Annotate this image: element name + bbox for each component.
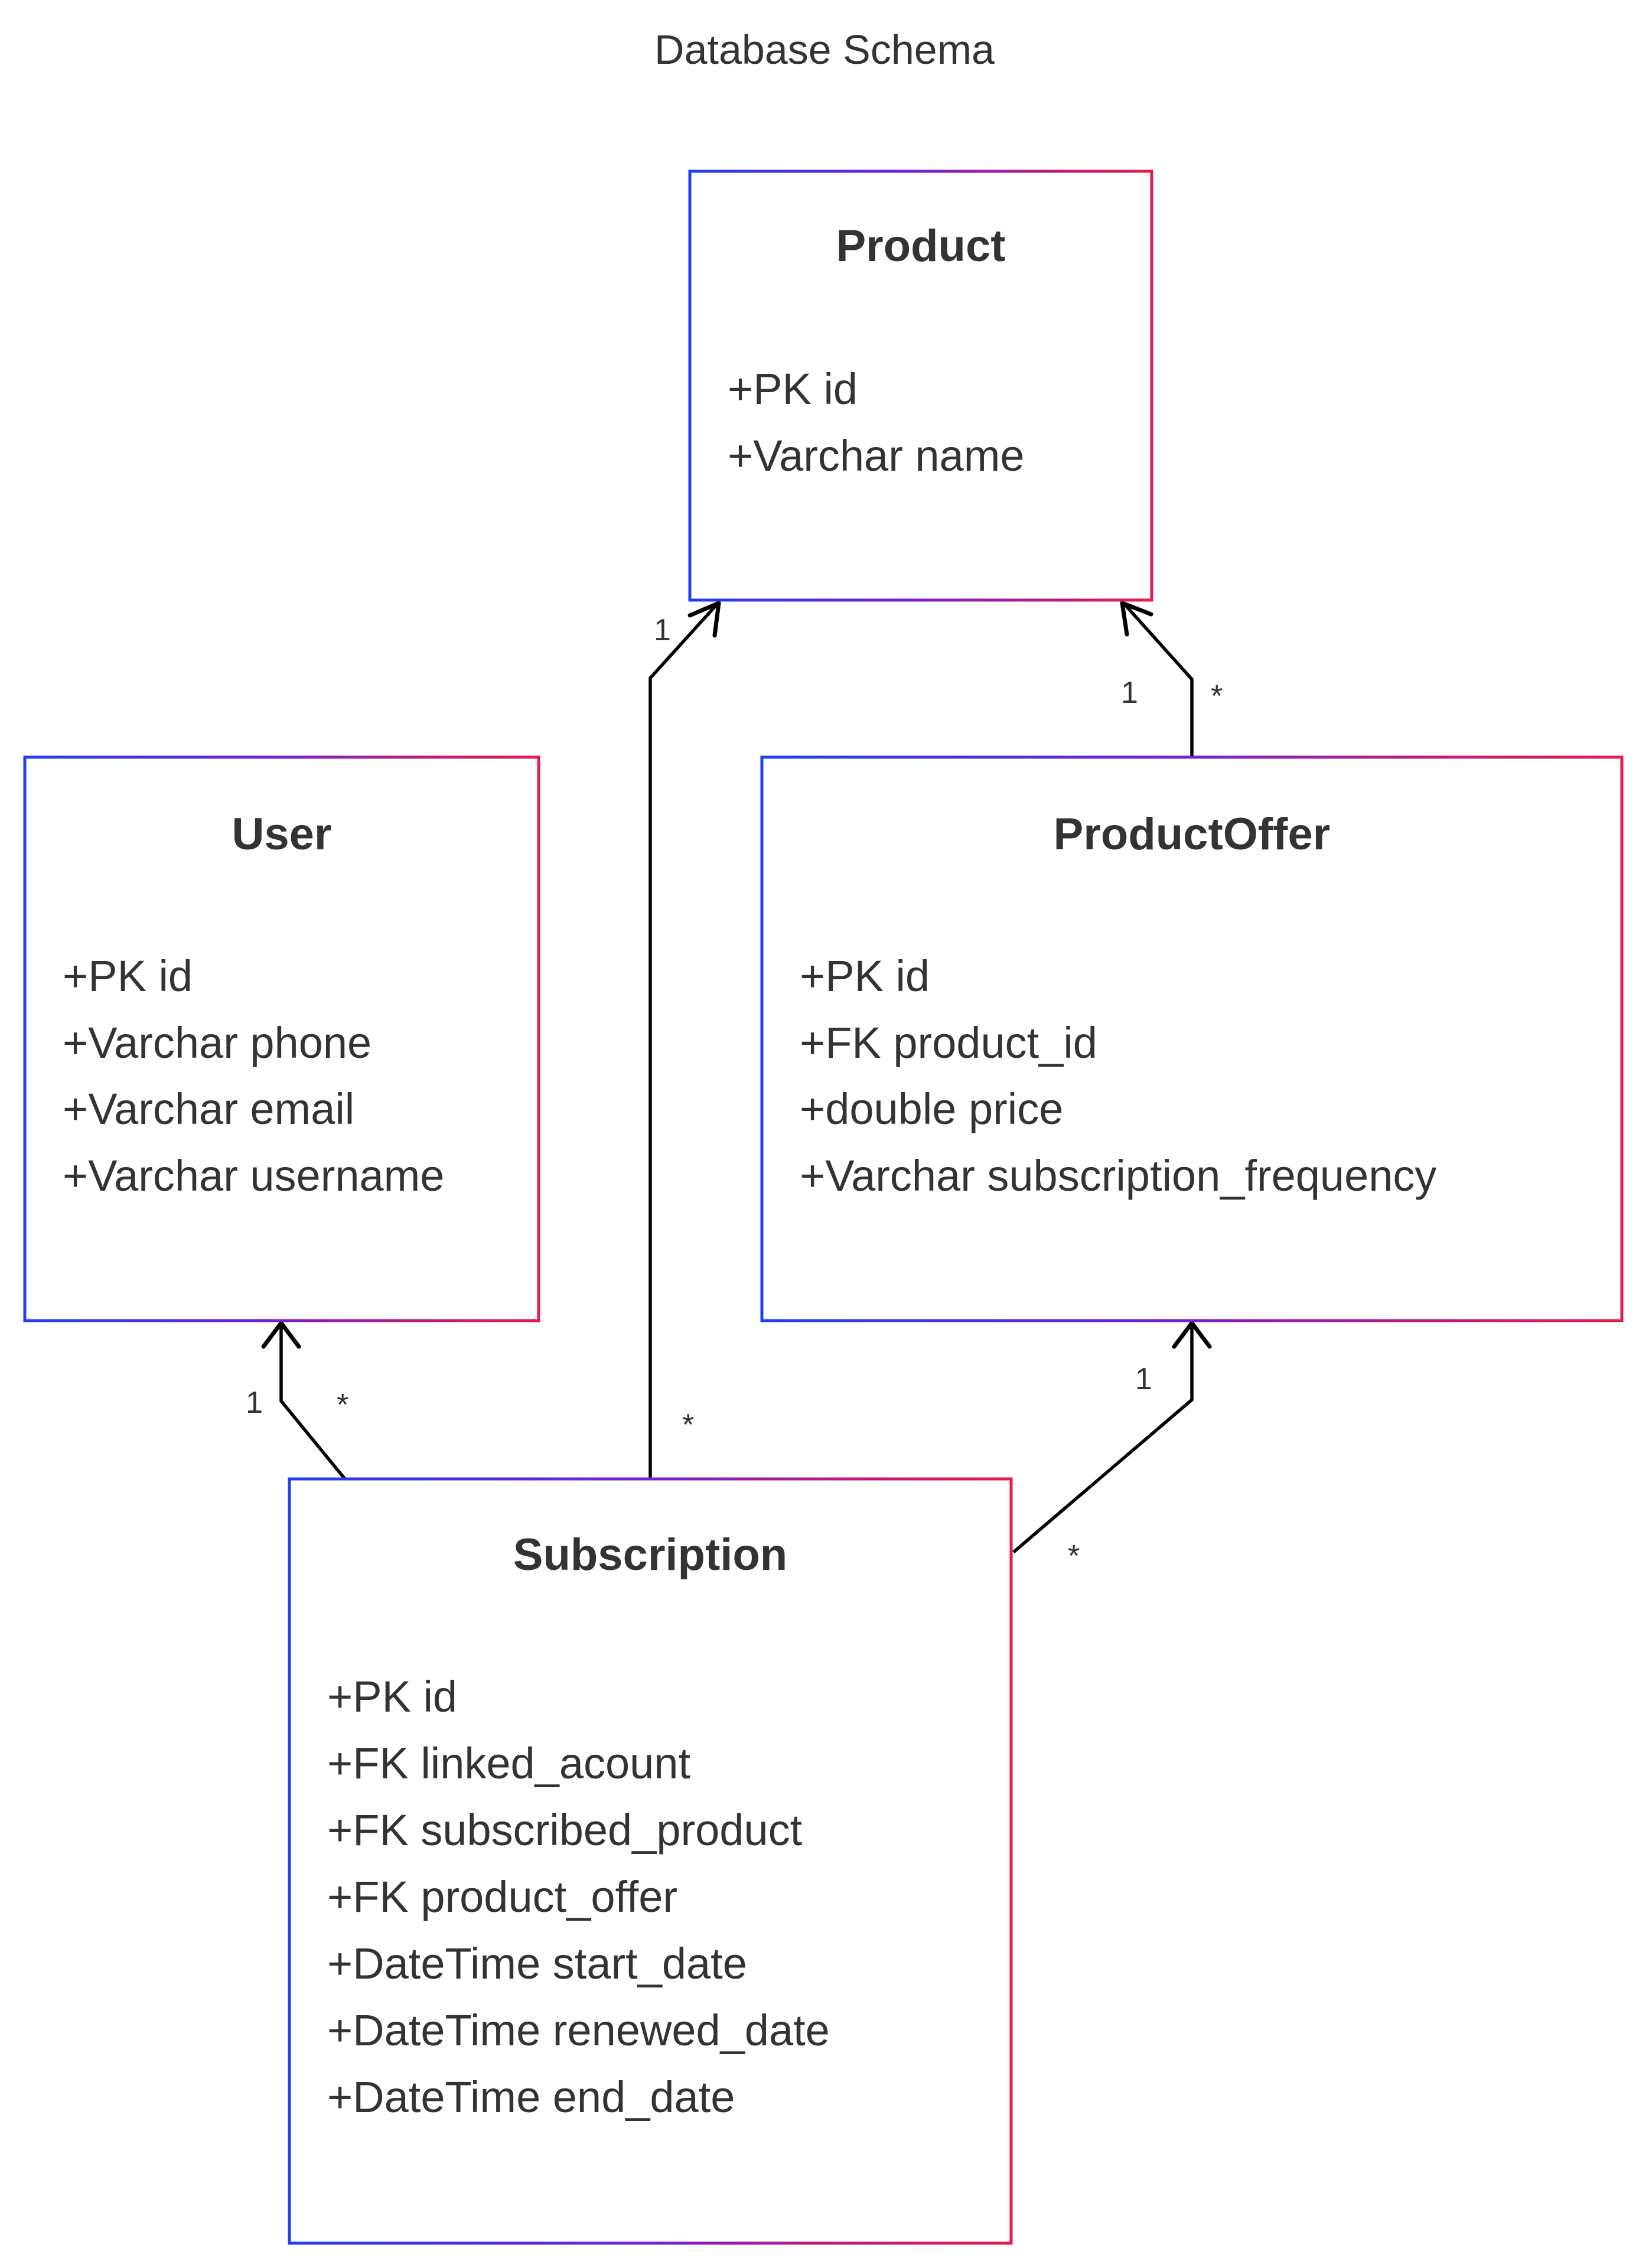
attribute: +PK id — [800, 951, 930, 1001]
class-box-product[interactable]: Product +PK id +Varchar name — [688, 170, 1153, 602]
arrow-head-icon — [687, 601, 721, 638]
relation-subscription-user: 1 * — [246, 1321, 348, 1480]
attribute: +Varchar username — [63, 1151, 444, 1200]
class-name: ProductOffer — [1054, 809, 1331, 859]
relation-subscription-product: 1 * — [648, 601, 721, 1479]
relation-subscription-productoffer: 1 * — [1012, 1321, 1212, 1573]
attribute: +Varchar name — [728, 431, 1025, 480]
multiplicity-source: * — [682, 1408, 694, 1442]
multiplicity-target: 1 — [654, 613, 671, 647]
attribute: +Varchar subscription_frequency — [800, 1151, 1436, 1200]
relation-productoffer-product: 1 * — [1120, 601, 1223, 757]
class-box-user[interactable]: User +PK id +Varchar phone +Varchar emai… — [23, 755, 540, 1322]
attribute: +DateTime end_date — [327, 2073, 735, 2122]
arrow-head-icon — [261, 1321, 301, 1349]
attribute: +PK id — [63, 951, 193, 1001]
multiplicity-target: 1 — [1135, 1362, 1152, 1396]
relationships: 1 * 1 * 1 * 1 * — [246, 601, 1223, 1573]
class-box-productoffer[interactable]: ProductOffer +PK id +FK product_id +doub… — [760, 755, 1624, 1322]
attribute: +DateTime renewed_date — [327, 2006, 830, 2055]
attribute: +Varchar phone — [63, 1018, 371, 1067]
attribute: +DateTime start_date — [327, 1939, 747, 1988]
attribute: +FK product_offer — [327, 1872, 677, 1921]
attribute: +FK linked_acount — [327, 1739, 690, 1788]
arrow-head-icon — [1120, 601, 1153, 637]
multiplicity-source: * — [1068, 1539, 1080, 1573]
multiplicity-source: * — [337, 1388, 348, 1422]
attribute: +double price — [800, 1084, 1063, 1133]
diagram-title: Database Schema — [654, 27, 995, 73]
multiplicity-target: 1 — [246, 1386, 263, 1420]
attribute: +PK id — [728, 364, 858, 413]
multiplicity-target: 1 — [1121, 676, 1138, 710]
attribute: +FK subscribed_product — [327, 1806, 803, 1855]
class-name: Product — [836, 221, 1005, 271]
attribute: +FK product_id — [800, 1018, 1097, 1067]
multiplicity-source: * — [1211, 679, 1223, 713]
class-name: User — [232, 809, 332, 859]
class-name: Subscription — [513, 1530, 787, 1580]
arrow-head-icon — [1172, 1321, 1212, 1349]
attribute: +Varchar email — [63, 1084, 354, 1133]
class-box-subscription[interactable]: Subscription +PK id +FK linked_acount +F… — [288, 1477, 1013, 2245]
attribute: +PK id — [327, 1672, 457, 1721]
